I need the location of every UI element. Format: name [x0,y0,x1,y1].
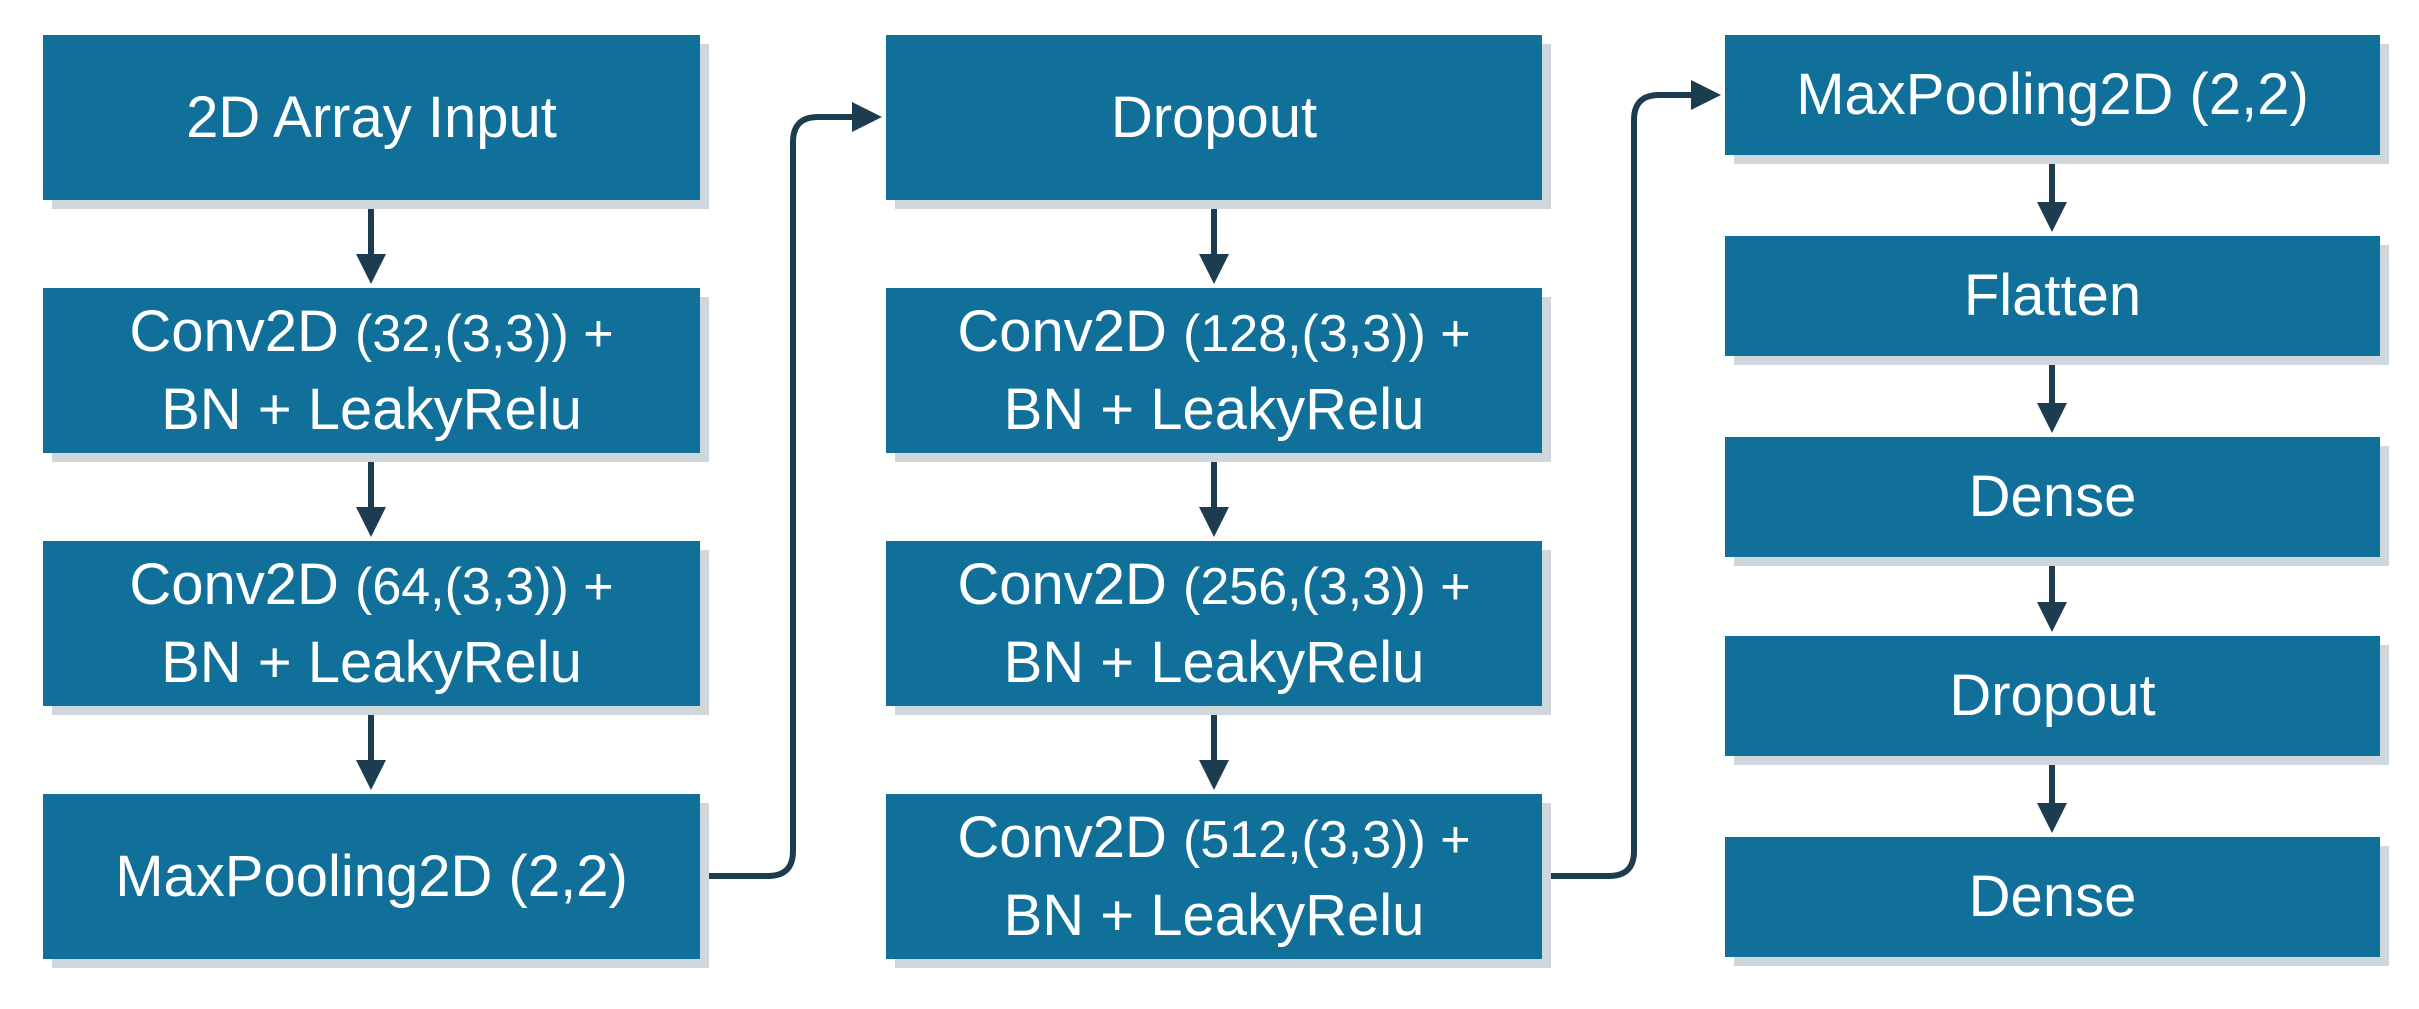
arrow-conv5-to-pool2 [1546,80,1721,879]
node-label: MaxPooling2D (2,2) [115,843,628,909]
node-label: Flatten [1963,263,2142,328]
layer-name: Conv2D [129,551,355,617]
node-dropout-2: Dropout [1725,636,2380,756]
node-label-line1: Conv2D (64,(3,3)) + [129,547,613,625]
node-2d-array-input: 2D Array Input [43,35,700,200]
node-conv2d-256: Conv2D (256,(3,3)) + BN + LeakyRelu [886,541,1542,706]
node-dense-1: Dense [1725,437,2380,557]
layer-name: Conv2D [129,298,355,364]
node-label: Dropout [1949,663,2156,728]
layer-params: (512,(3,3)) + [1183,810,1471,869]
node-flatten: Flatten [1725,236,2380,356]
node-dropout-1: Dropout [886,35,1542,200]
layer-params: (64,(3,3)) + [355,557,614,616]
node-label: Dense [1968,464,2137,529]
layer-name: Conv2D [957,804,1184,870]
node-maxpooling2d-1: MaxPooling2D (2,2) [43,794,700,959]
node-label: MaxPooling2D (2,2) [1796,62,2309,127]
node-dense-2: Dense [1725,837,2380,957]
node-label: Dense [1968,864,2137,929]
node-label-line1: Conv2D (32,(3,3)) + [129,294,613,372]
node-conv2d-64: Conv2D (64,(3,3)) + BN + LeakyRelu [43,541,700,706]
node-label-line2: BN + LeakyRelu [161,629,582,695]
node-label-line1: Conv2D (512,(3,3)) + [957,800,1470,878]
node-label-line1: Conv2D (256,(3,3)) + [957,547,1470,625]
node-label: Dropout [1110,84,1318,150]
node-label-line2: BN + LeakyRelu [1003,376,1425,442]
layer-name: Conv2D [957,298,1184,364]
node-label-line2: BN + LeakyRelu [161,376,582,442]
node-label-line1: Conv2D (128,(3,3)) + [957,294,1470,372]
node-label-line2: BN + LeakyRelu [1003,629,1425,695]
layer-params: (32,(3,3)) + [355,304,614,363]
node-maxpooling2d-2: MaxPooling2D (2,2) [1725,35,2380,155]
node-conv2d-512: Conv2D (512,(3,3)) + BN + LeakyRelu [886,794,1542,959]
node-label-line2: BN + LeakyRelu [1003,882,1425,948]
arrow-pool1-to-dropout1 [703,102,882,879]
layer-name: Conv2D [957,551,1184,617]
layer-params: (256,(3,3)) + [1183,557,1471,616]
node-conv2d-32: Conv2D (32,(3,3)) + BN + LeakyRelu [43,288,700,453]
layer-params: (128,(3,3)) + [1183,304,1471,363]
node-conv2d-128: Conv2D (128,(3,3)) + BN + LeakyRelu [886,288,1542,453]
node-label: 2D Array Input [186,84,557,150]
